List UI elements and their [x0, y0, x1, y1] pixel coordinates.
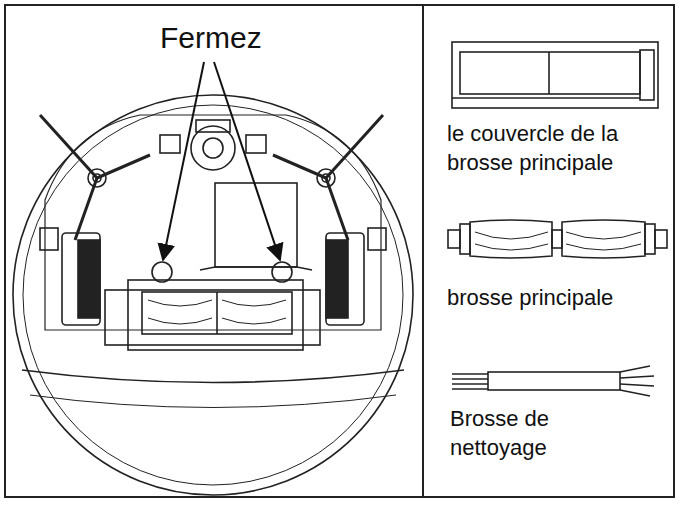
part-label: le couvercle de la brosse principale	[447, 120, 669, 177]
leader-arrow	[163, 62, 280, 260]
part-label: Brosse de nettoyage	[450, 405, 610, 462]
callout-label: Fermez	[160, 18, 290, 57]
cleaning-brush	[452, 366, 654, 396]
divider	[422, 5, 424, 497]
brush-cover	[452, 42, 658, 108]
part-label: brosse principale	[447, 284, 669, 313]
main-brush	[448, 220, 667, 258]
robot-vacuum	[13, 95, 413, 495]
frame	[5, 5, 674, 497]
